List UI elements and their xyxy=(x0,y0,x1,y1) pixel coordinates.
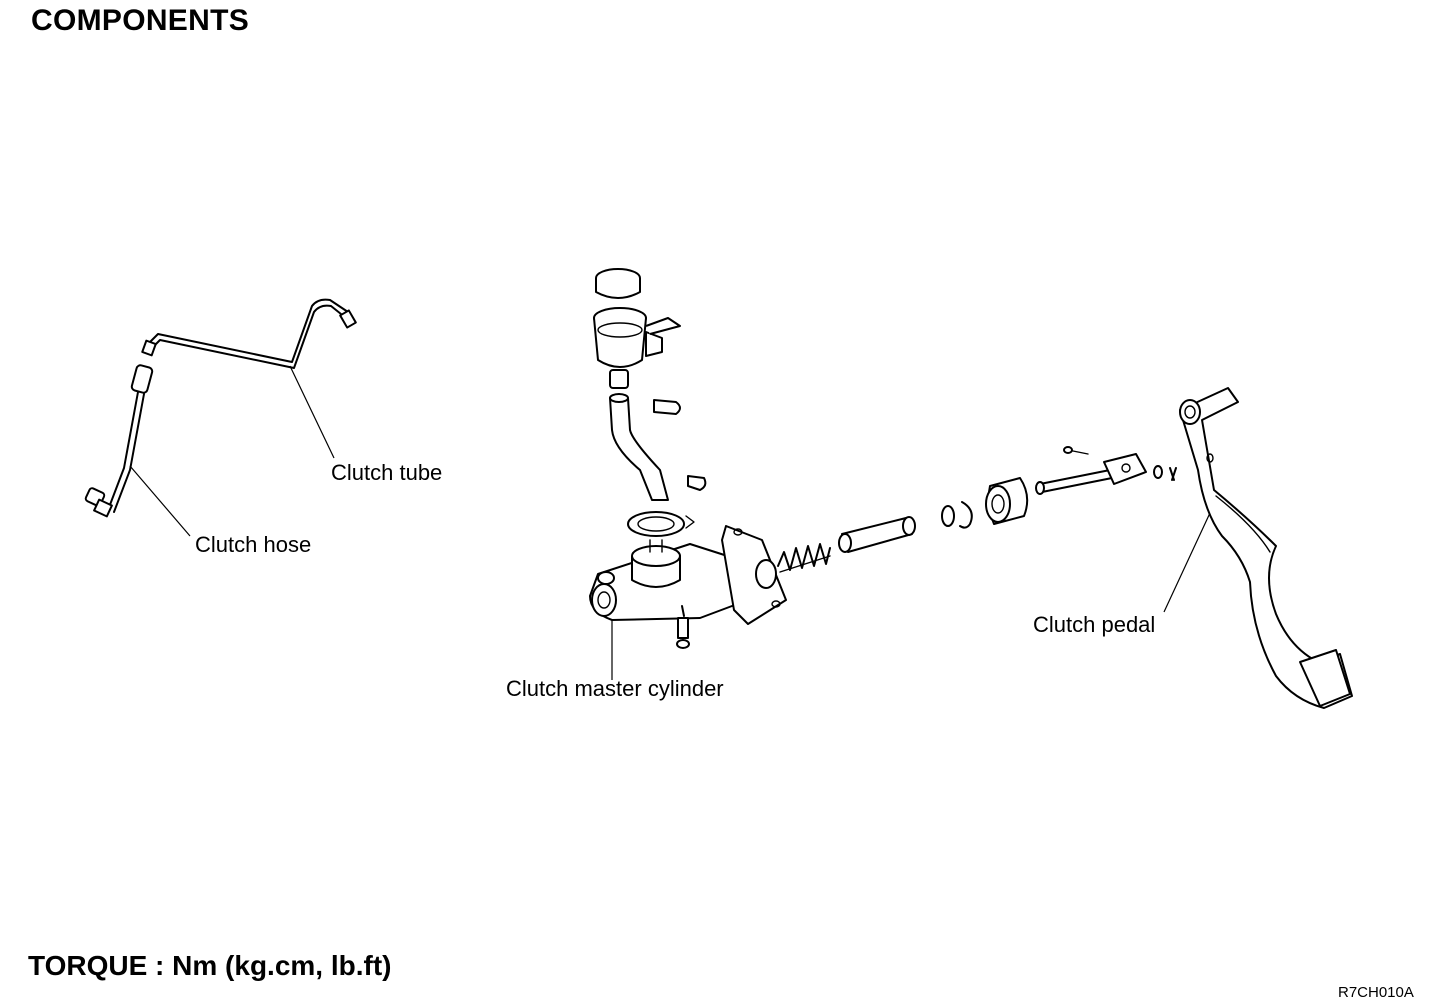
piston xyxy=(838,516,916,553)
clutch-pedal-label: Clutch pedal xyxy=(1033,612,1156,637)
clutch-master-cylinder-label: Clutch master cylinder xyxy=(506,676,724,701)
page-title: COMPONENTS xyxy=(31,4,250,37)
grommet xyxy=(627,511,695,537)
master-cylinder xyxy=(589,525,787,649)
push-rod xyxy=(1035,446,1177,495)
torque-note: TORQUE : Nm (kg.cm, lb.ft) xyxy=(28,950,392,981)
figure-code: R7CH010A xyxy=(1338,984,1414,1001)
clutch-tube xyxy=(141,298,357,369)
reservoir-hose xyxy=(609,397,669,501)
clutch-hose xyxy=(84,364,154,518)
clutch-hose-label: Clutch hose xyxy=(195,532,312,557)
boot xyxy=(985,477,1029,525)
snap-ring xyxy=(959,501,973,529)
spring xyxy=(777,543,831,573)
reservoir xyxy=(593,268,681,389)
seal-ring xyxy=(941,505,955,527)
hose-clip xyxy=(653,399,707,491)
clutch-pedal xyxy=(1179,387,1353,709)
clutch-tube-label: Clutch tube xyxy=(331,460,443,485)
